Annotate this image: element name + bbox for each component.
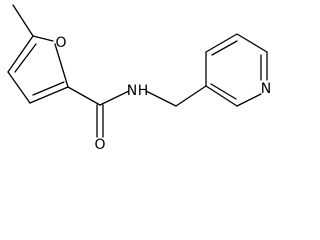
bond-ring-carbonyl xyxy=(67,86,101,106)
bond-c5-c6 xyxy=(236,33,268,53)
bond-c2-c3-inner xyxy=(32,81,65,96)
bond-c4-c5-inner xyxy=(14,43,37,73)
bond-c3-c4 xyxy=(7,71,31,104)
amide-hydrogen-label: H xyxy=(138,83,149,99)
bond-c4-c5 xyxy=(7,35,34,73)
molecule-diagram: O N H O N xyxy=(7,4,271,153)
bond-carbonyl-nh xyxy=(99,90,130,106)
bond-ch2-pyridine xyxy=(175,85,207,107)
bond-c5-o1 xyxy=(32,35,54,42)
carbonyl-oxygen-label: O xyxy=(94,137,105,153)
bond-c2-c3 xyxy=(29,86,69,104)
bond-o1-c2 xyxy=(54,43,69,88)
furan-ring xyxy=(7,35,69,104)
furan-oxygen-label: O xyxy=(55,35,66,51)
bond-nh-ch2 xyxy=(145,90,177,107)
bond-c4-c5-inner xyxy=(211,40,238,56)
amide-nitrogen-label: N xyxy=(127,83,137,99)
bond-c4-c5 xyxy=(205,33,238,53)
bond-c2-c3-inner xyxy=(210,83,237,100)
bond-n1-c2 xyxy=(236,93,262,107)
pyridine-nitrogen-label: N xyxy=(261,81,271,97)
bond-methyl xyxy=(12,4,34,37)
bond-c2-c3 xyxy=(205,85,238,107)
molecule-structure: O N H O N xyxy=(7,4,271,153)
pyridine-ring xyxy=(205,33,268,107)
